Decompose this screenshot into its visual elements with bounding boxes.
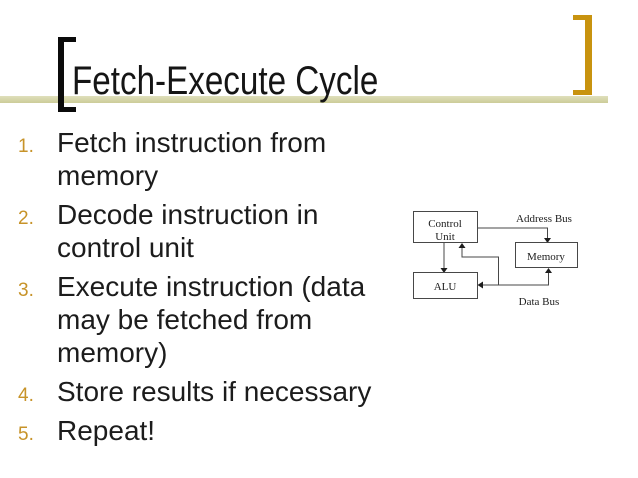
data-bus-memory-arrowhead	[545, 268, 552, 273]
list-item: 2. Decode instruction in control unit	[18, 198, 400, 264]
address-bus-label: Address Bus	[516, 213, 572, 225]
alu-box	[413, 272, 478, 299]
data-bus-alu-arrowhead	[477, 281, 483, 289]
right-bracket-decoration	[573, 15, 592, 95]
title-underline-rule	[0, 96, 608, 103]
data-bus-label: Data Bus	[519, 296, 560, 308]
address-bus-arrowhead	[544, 238, 551, 243]
list-item-number: 1.	[18, 136, 34, 157]
slide-title: Fetch-Execute Cycle	[72, 59, 379, 103]
list-item-number: 4.	[18, 385, 34, 406]
memory-label: Memory	[527, 251, 565, 263]
list-item-text: Repeat!	[57, 415, 156, 446]
list-item-text: Decode instruction in control unit	[57, 199, 319, 263]
left-bracket-decoration	[58, 37, 76, 112]
list-item-number: 2.	[18, 208, 34, 229]
list-item: 4. Store results if necessary	[18, 375, 400, 408]
cpu-architecture-diagram: Control Unit Memory ALU Address Bus Data…	[413, 211, 578, 308]
list-item: 3. Execute instruction (data may be fetc…	[18, 270, 400, 369]
list-item: 5. Repeat!	[18, 414, 400, 447]
control-to-alu-arrowhead	[440, 268, 448, 273]
data-bus-to-control-arrowhead	[458, 243, 466, 248]
list-item: 1. Fetch instruction from memory	[18, 126, 400, 192]
alu-label: ALU	[434, 281, 457, 293]
control-unit-label-line2: Unit	[435, 231, 455, 243]
list-item-text: Store results if necessary	[57, 376, 372, 407]
control-unit-box	[413, 211, 478, 243]
control-unit-label-line1: Control	[428, 218, 462, 230]
address-bus-wire	[478, 227, 548, 240]
data-bus-wire	[482, 271, 549, 286]
memory-box	[515, 242, 578, 268]
numbered-list: 1. Fetch instruction from memory 2. Deco…	[18, 126, 400, 453]
list-item-number: 5.	[18, 424, 34, 445]
data-bus-to-control-wire	[461, 246, 499, 285]
list-item-number: 3.	[18, 280, 34, 301]
list-item-text: Execute instruction (data may be fetched…	[57, 271, 366, 368]
list-item-text: Fetch instruction from memory	[57, 127, 327, 191]
